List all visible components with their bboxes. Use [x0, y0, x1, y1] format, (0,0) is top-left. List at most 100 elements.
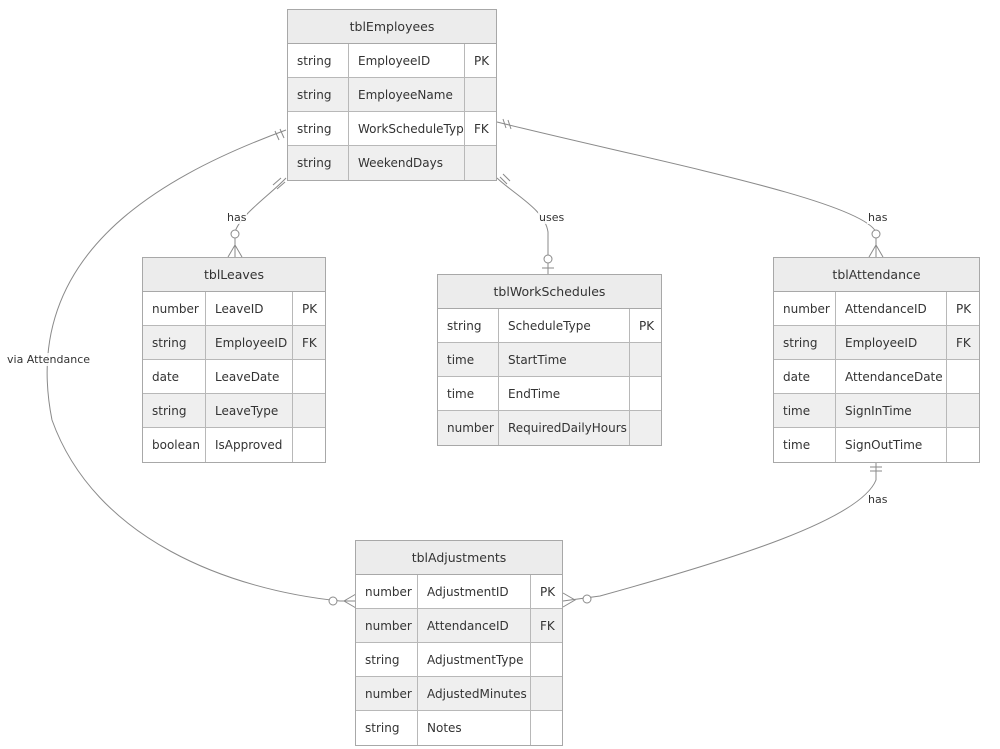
attribute-key [464, 78, 496, 111]
attribute-type: time [447, 352, 475, 367]
attribute-type: string [365, 652, 400, 667]
attribute-type: time [783, 438, 811, 452]
entity-title: tblAdjustments [356, 541, 562, 575]
attribute-key: FK [530, 609, 562, 642]
attribute-type: date [152, 369, 180, 384]
entity-title: tblEmployees [288, 10, 496, 44]
attribute-name: EmployeeID [205, 326, 292, 359]
attribute-name: AdjustmentType [417, 643, 530, 676]
attribute-name: ScheduleType [498, 309, 629, 342]
attribute-name: EndTime [498, 377, 629, 410]
zero-many-marker-attendance [868, 229, 884, 258]
attribute-key [530, 711, 562, 745]
attribute-key: PK [292, 292, 325, 325]
entity-title: tblWorkSchedules [438, 275, 661, 309]
attribute-name: EmployeeName [348, 78, 464, 111]
attribute-type: string [365, 721, 400, 735]
attribute-name: RequiredDailyHours [498, 411, 629, 445]
attribute-name: SignOutTime [835, 428, 946, 462]
attribute-type: time [447, 386, 475, 401]
attribute-row[interactable]: string Notes [356, 711, 562, 745]
attribute-name: Notes [417, 711, 530, 745]
rel-label-employees-attendance: has [867, 211, 889, 224]
attribute-type: string [297, 53, 332, 68]
attribute-row[interactable]: string AdjustmentType [356, 643, 562, 677]
attribute-name: AdjustedMinutes [417, 677, 530, 710]
attribute-name: WeekendDays [348, 146, 464, 180]
attribute-row[interactable]: date LeaveDate [143, 360, 325, 394]
attribute-type: boolean [152, 438, 200, 452]
zero-many-marker-adjustments-left [328, 593, 357, 609]
attribute-type: string [297, 121, 332, 136]
line-employees-adjustments [46, 129, 356, 602]
attribute-key: FK [292, 326, 325, 359]
attribute-key: PK [629, 309, 661, 342]
attribute-key [946, 428, 979, 462]
attribute-name: IsApproved [205, 428, 292, 462]
attribute-type: string [447, 318, 482, 333]
attribute-key [292, 360, 325, 393]
attribute-name: StartTime [498, 343, 629, 376]
attribute-type: number [365, 618, 412, 633]
attribute-name: WorkScheduleType [348, 112, 464, 145]
attribute-row[interactable]: time StartTime [438, 343, 661, 377]
zero-many-marker-leaves [227, 229, 243, 258]
attribute-row[interactable]: string WeekendDays [288, 146, 496, 180]
attribute-key [530, 677, 562, 710]
attribute-key: PK [946, 292, 979, 325]
attribute-key [530, 643, 562, 676]
attribute-name: EmployeeID [348, 44, 464, 77]
attribute-row[interactable]: time EndTime [438, 377, 661, 411]
attribute-key [629, 411, 661, 445]
attribute-key [292, 394, 325, 427]
attribute-type: string [152, 335, 187, 350]
attribute-name: LeaveDate [205, 360, 292, 393]
line-attendance-adjustments [562, 461, 877, 602]
attribute-name: EmployeeID [835, 326, 946, 359]
attribute-key: PK [530, 575, 562, 608]
rel-label-employees-leaves: has [226, 211, 248, 224]
attribute-key [292, 428, 325, 462]
attribute-row[interactable]: boolean IsApproved [143, 428, 325, 462]
attribute-type: date [783, 369, 811, 384]
entity-title: tblAttendance [774, 258, 979, 292]
attribute-name: LeaveID [205, 292, 292, 325]
attribute-key: FK [946, 326, 979, 359]
one-only-marker [272, 118, 882, 472]
zero-many-marker-adjustments-right [562, 592, 592, 608]
attribute-key: PK [464, 44, 496, 77]
attribute-name: AttendanceID [835, 292, 946, 325]
attribute-key [946, 360, 979, 393]
rel-label-employees-adjustments: via Attendance [6, 353, 92, 366]
attribute-row[interactable]: time SignOutTime [774, 428, 979, 462]
rel-label-employees-schedules: uses [538, 211, 566, 224]
attribute-name: LeaveType [205, 394, 292, 427]
attribute-key [629, 377, 661, 410]
attribute-type: number [783, 301, 830, 316]
line-employees-schedules [496, 177, 549, 274]
attribute-name: AdjustmentID [417, 575, 530, 608]
entity-title: tblLeaves [143, 258, 325, 292]
attribute-type: string [297, 156, 332, 170]
